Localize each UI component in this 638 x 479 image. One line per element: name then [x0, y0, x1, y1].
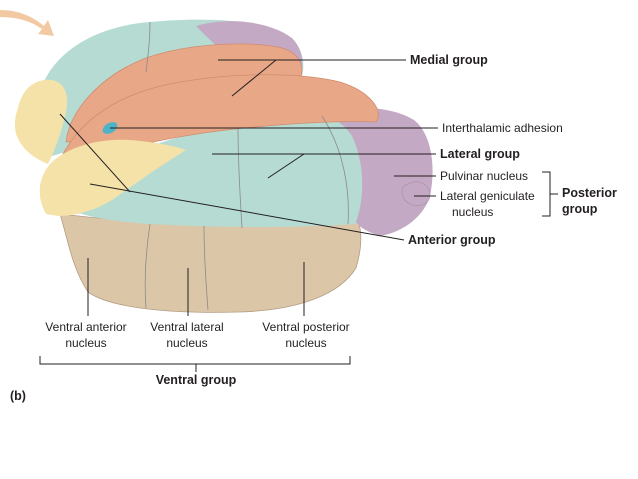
- pulvinar-region: [322, 107, 433, 236]
- label-ventral-lateral-line2: nucleus: [166, 336, 207, 350]
- label-lateral-group: Lateral group: [440, 147, 520, 161]
- label-ventral-posterior-line1: Ventral posterior: [262, 320, 349, 334]
- label-pulvinar-nucleus: Pulvinar nucleus: [440, 169, 528, 183]
- lateral-geniculate-bump: [401, 181, 431, 206]
- label-lateral-geniculate-line1: Lateral geniculate: [440, 189, 535, 203]
- left-thalamus: [39, 74, 433, 313]
- label-lateral-geniculate-line2: nucleus: [452, 205, 493, 219]
- label-ventral-posterior-line2: nucleus: [285, 336, 326, 350]
- label-posterior-group-line1: Posterior: [562, 186, 617, 200]
- ventral-region: [59, 213, 362, 313]
- label-ventral-group: Ventral group: [156, 373, 237, 387]
- label-ventral-anterior-line2: nucleus: [65, 336, 106, 350]
- label-posterior-group-line2: group: [562, 202, 598, 216]
- label-medial-group: Medial group: [410, 53, 488, 67]
- label-anterior-group: Anterior group: [408, 233, 496, 247]
- label-ventral-anterior-line1: Ventral anterior: [45, 320, 126, 334]
- region-boundaries: [144, 21, 349, 311]
- panel-label: (b): [10, 389, 26, 403]
- lateral-region: [70, 118, 367, 227]
- orientation-arrow: [0, 10, 54, 36]
- right-anterior-region: [14, 79, 68, 164]
- label-interthalamic-adhesion: Interthalamic adhesion: [442, 121, 563, 135]
- anterior-region: [39, 139, 186, 216]
- leader-lines: [39, 59, 558, 372]
- label-ventral-lateral-line1: Ventral lateral: [150, 320, 223, 334]
